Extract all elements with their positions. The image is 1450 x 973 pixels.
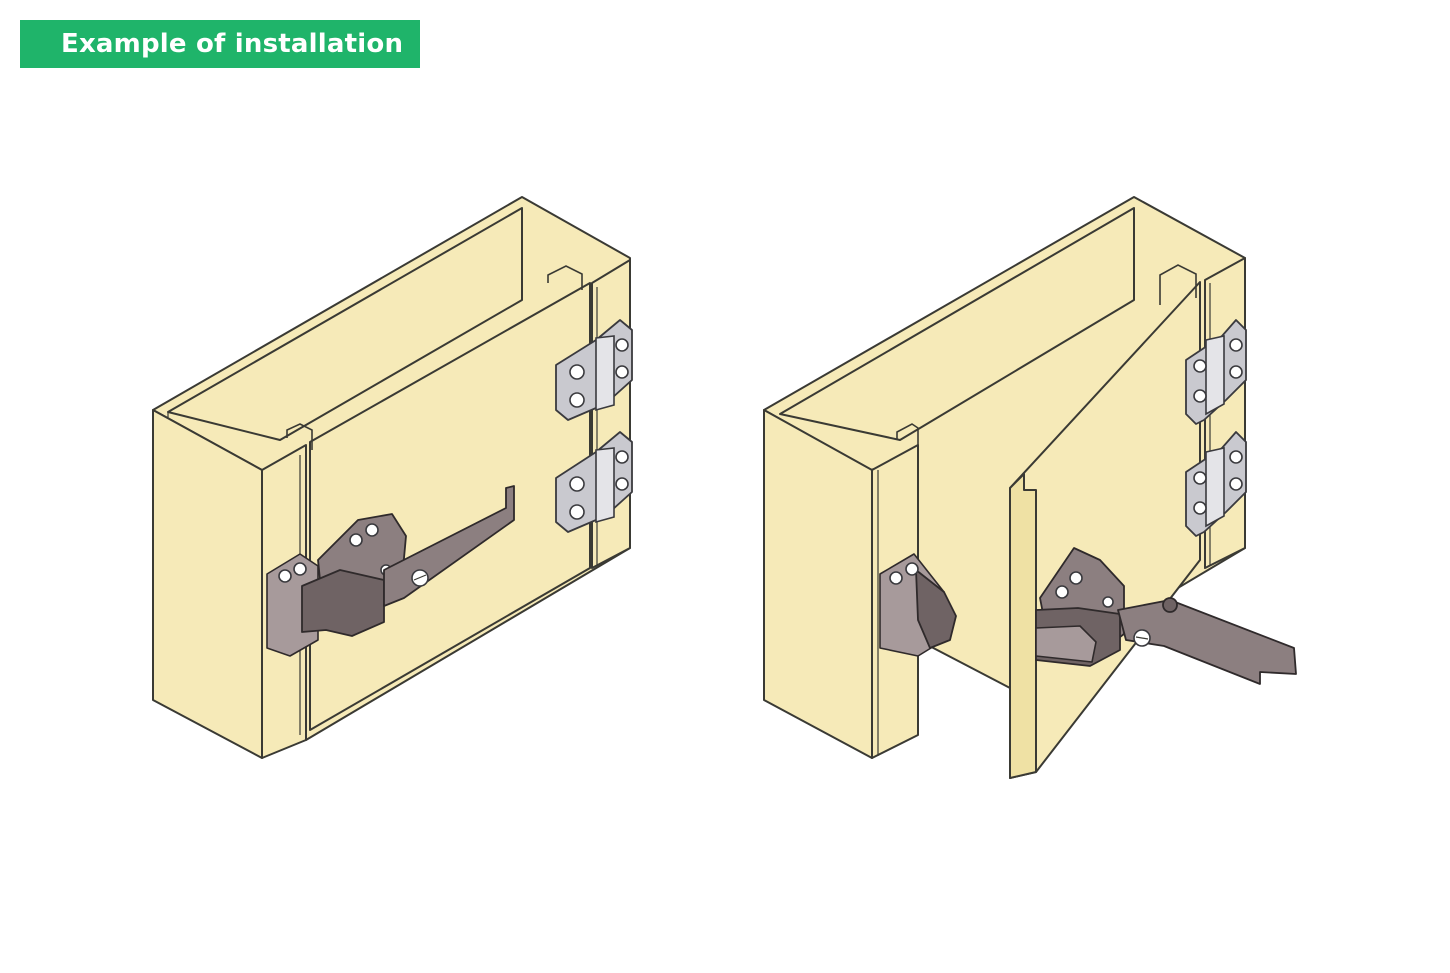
open-strike bbox=[879, 553, 957, 657]
closed-cabinet bbox=[152, 196, 633, 759]
title-badge: Example of installation bbox=[20, 20, 420, 68]
closed-hinge-bottom bbox=[555, 431, 633, 533]
closed-hinge-top bbox=[555, 319, 633, 421]
closed-latch bbox=[266, 485, 515, 657]
open-cabinet-inner-wall bbox=[779, 207, 1135, 441]
closed-cabinet-side-panel bbox=[152, 409, 263, 759]
title-text: Example of installation bbox=[61, 29, 404, 59]
open-latch bbox=[1035, 547, 1297, 685]
closed-cabinet-inner-wall bbox=[167, 207, 523, 441]
open-cabinet bbox=[763, 196, 1297, 779]
open-hinge-bottom bbox=[1185, 431, 1247, 537]
open-hinge-top bbox=[1185, 319, 1247, 425]
open-cabinet-side-panel bbox=[763, 409, 873, 759]
